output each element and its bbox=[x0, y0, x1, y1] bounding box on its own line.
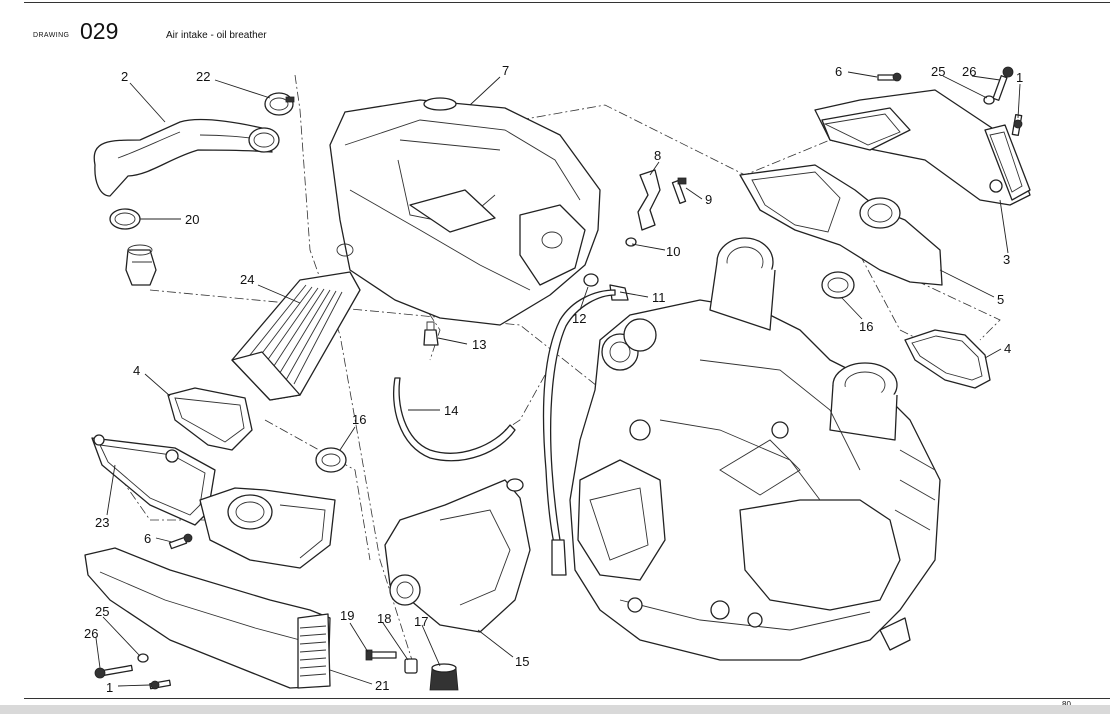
callout-4-right: 4 bbox=[1004, 341, 1011, 356]
callout-22: 22 bbox=[196, 69, 210, 84]
callout-16-left: 16 bbox=[352, 412, 366, 427]
callout-6-lower: 6 bbox=[144, 531, 151, 546]
callout-7: 7 bbox=[502, 63, 509, 78]
callout-8: 8 bbox=[654, 148, 661, 163]
hose-clamp-20 bbox=[109, 208, 141, 230]
hose-11 bbox=[542, 284, 629, 576]
callout-1-lower: 1 bbox=[106, 680, 113, 695]
callout-19: 19 bbox=[340, 608, 354, 623]
drawing-number: 029 bbox=[80, 18, 119, 44]
callout-14: 14 bbox=[444, 403, 458, 418]
callout-1-upper: 1 bbox=[1016, 70, 1023, 85]
callout-16-right: 16 bbox=[859, 319, 873, 334]
grommet-17 bbox=[429, 663, 459, 691]
drawing-label: DRAWING bbox=[33, 32, 70, 39]
callout-11: 11 bbox=[652, 290, 666, 305]
bolt-26-upper bbox=[992, 66, 1014, 101]
vent-grille bbox=[299, 625, 327, 677]
callout-15: 15 bbox=[515, 654, 529, 669]
hose-14 bbox=[392, 377, 516, 462]
callout-25-upper: 25 bbox=[931, 64, 945, 79]
bolt-1-upper bbox=[1011, 113, 1023, 137]
leader-lines bbox=[95, 71, 1021, 687]
cover-5 bbox=[739, 164, 943, 286]
top-rule bbox=[24, 2, 1110, 3]
callout-23: 23 bbox=[95, 515, 109, 530]
callout-5: 5 bbox=[997, 292, 1004, 307]
air-filter bbox=[231, 271, 361, 401]
seal-23 bbox=[91, 434, 216, 526]
screw-19 bbox=[365, 649, 397, 661]
cover-3 bbox=[814, 89, 1031, 206]
callout-4-left: 4 bbox=[133, 363, 140, 378]
drawing-title: Air intake - oil breather bbox=[166, 30, 267, 41]
cover-15 bbox=[384, 478, 531, 633]
callout-2: 2 bbox=[121, 69, 128, 84]
grommet-right bbox=[821, 271, 855, 299]
callout-3: 3 bbox=[1003, 252, 1010, 267]
gasket-right bbox=[904, 329, 991, 389]
bolt-1-lower bbox=[149, 679, 172, 690]
screw-9 bbox=[671, 177, 687, 205]
bolt-6-lower bbox=[168, 533, 193, 550]
intake-duct bbox=[199, 487, 336, 569]
callout-6-upper: 6 bbox=[835, 64, 842, 79]
callout-13: 13 bbox=[472, 337, 486, 352]
bolt-6-upper bbox=[877, 72, 902, 82]
gasket-left bbox=[167, 387, 253, 451]
clip-12 bbox=[583, 273, 599, 287]
grommet-left bbox=[315, 447, 347, 473]
callout-9: 9 bbox=[705, 192, 712, 207]
bracket-8 bbox=[637, 169, 661, 231]
engine bbox=[569, 237, 941, 661]
page-number: 80 bbox=[1062, 700, 1071, 709]
side-panel bbox=[84, 547, 331, 689]
spacer-18 bbox=[404, 658, 418, 674]
callout-24: 24 bbox=[240, 272, 254, 287]
callout-17: 17 bbox=[414, 614, 428, 629]
union-fitting bbox=[125, 244, 157, 286]
callout-25-lower: 25 bbox=[95, 604, 109, 619]
footer-band bbox=[0, 705, 1110, 714]
hose-clamp-22 bbox=[264, 92, 295, 116]
bolt-26-lower bbox=[94, 664, 133, 679]
callout-21: 21 bbox=[375, 678, 389, 693]
bottom-rule bbox=[24, 698, 1110, 699]
breather-hose bbox=[93, 118, 280, 197]
callout-labels: 2 22 7 6 25 26 1 8 9 10 11 12 20 24 13 1… bbox=[84, 63, 1023, 695]
callout-26-upper: 26 bbox=[962, 64, 976, 79]
callout-12: 12 bbox=[572, 311, 586, 326]
callout-26-lower: 26 bbox=[84, 626, 98, 641]
callout-18: 18 bbox=[377, 611, 391, 626]
pipe-union-13 bbox=[423, 321, 439, 346]
callout-10: 10 bbox=[666, 244, 680, 259]
callout-20: 20 bbox=[185, 212, 199, 227]
airbox bbox=[329, 97, 601, 326]
washer-25-lower bbox=[137, 653, 149, 663]
